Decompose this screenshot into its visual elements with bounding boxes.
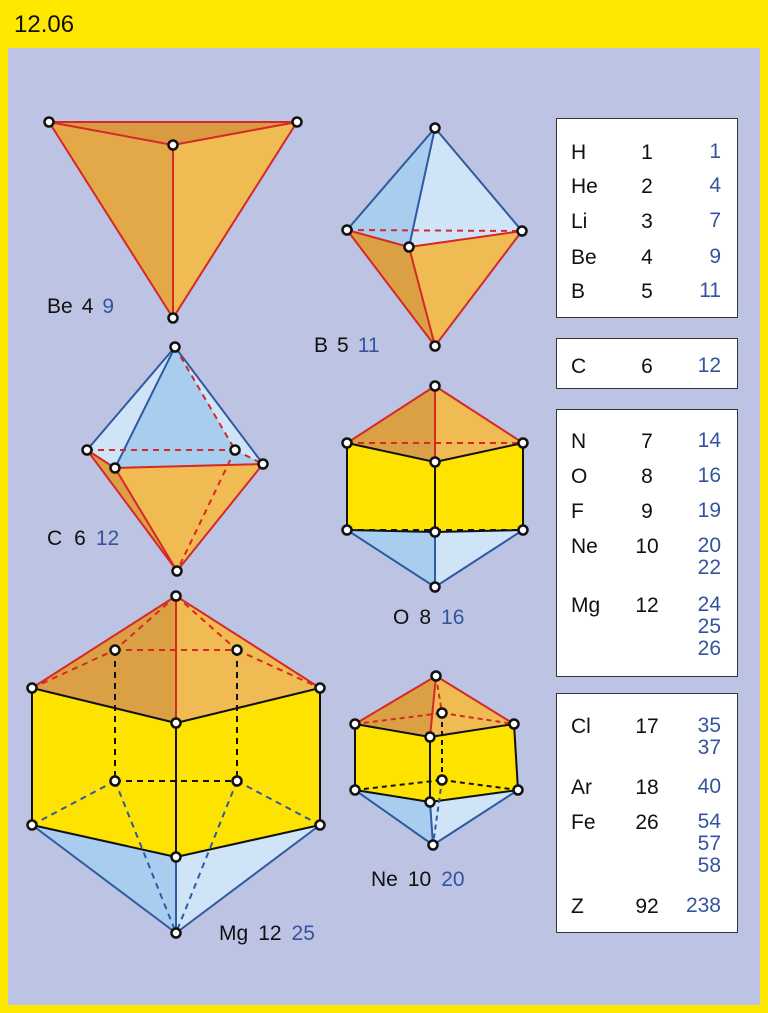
polyhedron-be — [43, 116, 303, 324]
page-id: 12.06 — [14, 11, 75, 38]
polyhedron-b — [341, 122, 528, 352]
polyhedron-mg — [26, 590, 326, 939]
face-top — [49, 122, 297, 145]
polyhedron-ne — [349, 670, 524, 851]
polyhedron-o — [341, 380, 529, 593]
polyhedron-c — [81, 341, 269, 577]
header-bar: 12.06 — [0, 0, 768, 48]
